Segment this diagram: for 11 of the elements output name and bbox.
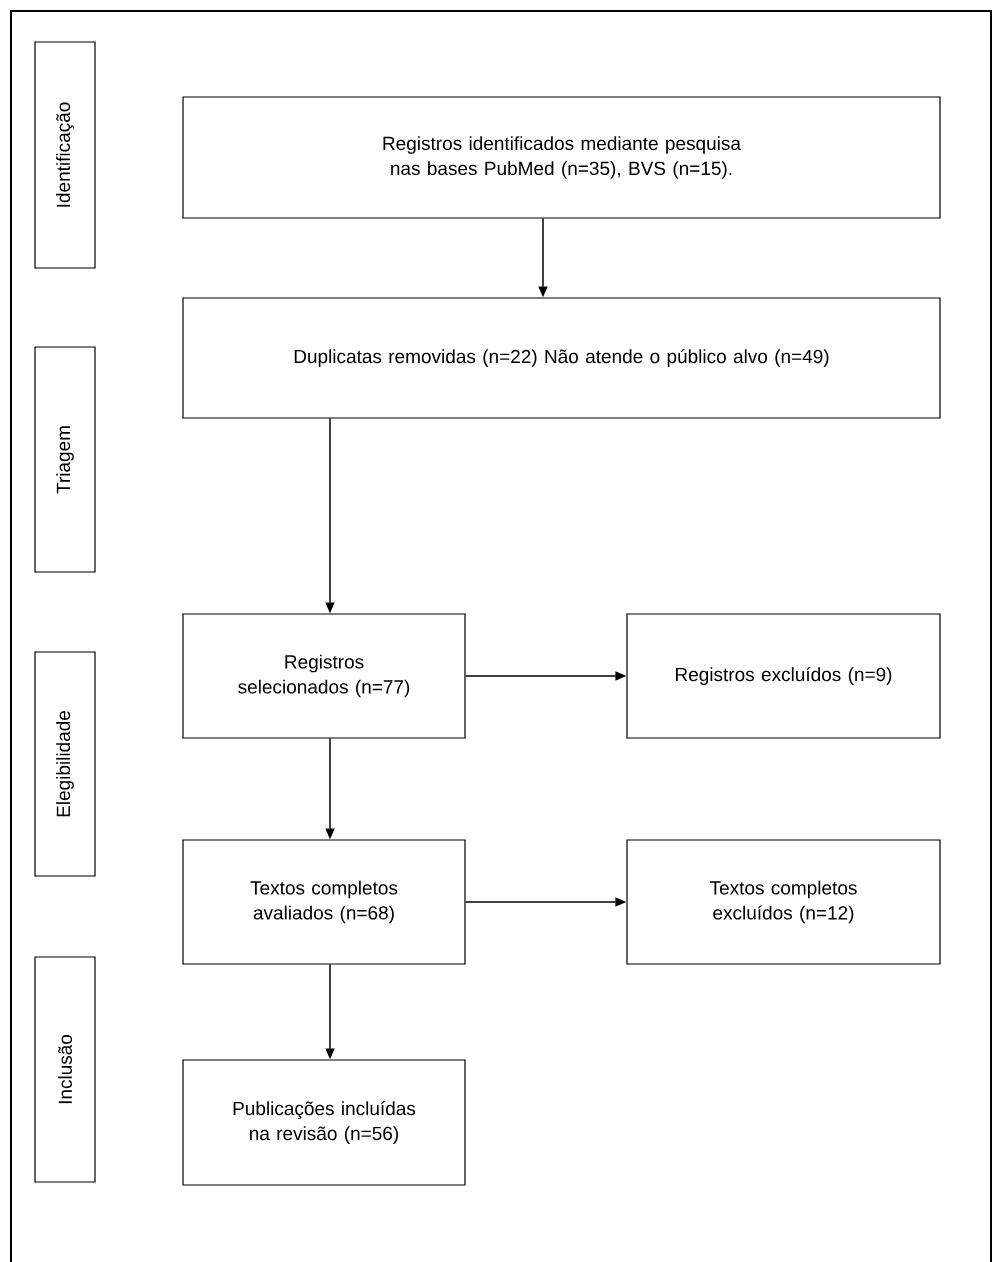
process-box: Registros identificados mediante pesquisa nas bases PubMed (n=35), BVS (n=15).: [182, 96, 941, 219]
band-label: Elegibilidade: [34, 651, 96, 877]
process-box: Duplicatas removidas (n=22) Não atende o público alvo (n=49): [182, 297, 941, 419]
process-box: Textos completos excluídos (n=12): [626, 839, 941, 965]
band-label: Identificação: [34, 41, 96, 269]
process-box: Registros selecionados (n=77): [182, 613, 466, 739]
band-label: Inclusão: [34, 956, 96, 1183]
process-box: Registros excluídos (n=9): [626, 613, 941, 739]
band-label: Triagem: [34, 346, 96, 573]
process-box: Textos completos avaliados (n=68): [182, 839, 466, 965]
process-box: Publicações incluídas na revisão (n=56): [182, 1059, 466, 1186]
